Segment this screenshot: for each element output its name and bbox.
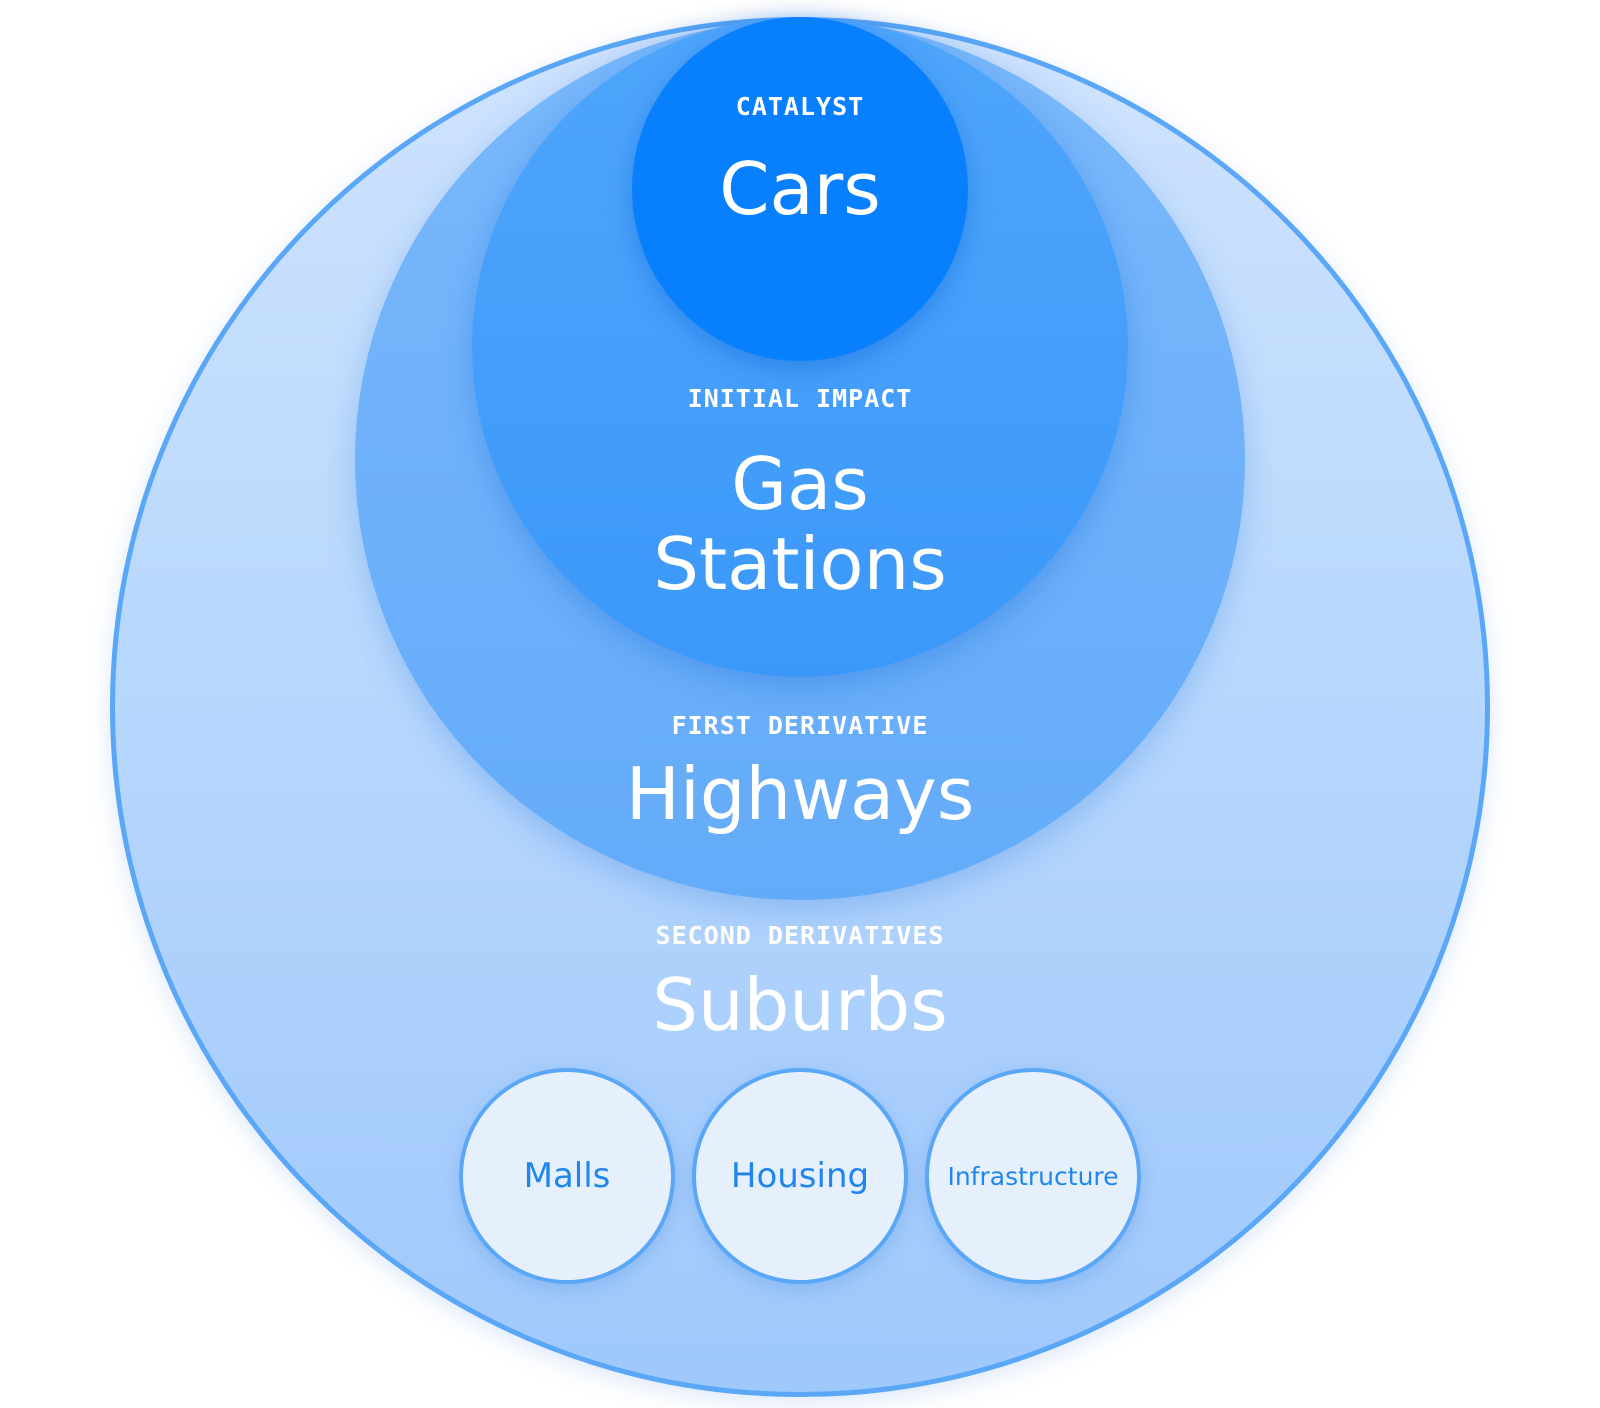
second-derivatives-name: Suburbs xyxy=(652,963,948,1047)
housing-circle: Housing xyxy=(692,1068,908,1284)
malls-circle: Malls xyxy=(459,1068,675,1284)
catalyst-tag: CATALYST xyxy=(735,92,865,121)
infrastructure-circle: Infrastructure xyxy=(925,1068,1141,1284)
first-derivative-tag: FIRST DERIVATIVE xyxy=(671,711,929,740)
initial-impact-name-line1: Gas xyxy=(731,442,869,526)
housing-label: Housing xyxy=(730,1156,870,1196)
catalyst-circle xyxy=(632,17,968,361)
malls-label: Malls xyxy=(523,1156,611,1196)
initial-impact-name-line2: Stations xyxy=(653,522,947,606)
initial-impact-tag: INITIAL IMPACT xyxy=(687,384,913,413)
second-derivatives-tag: SECOND DERIVATIVES xyxy=(655,921,945,950)
catalyst-name: Cars xyxy=(719,147,881,231)
infrastructure-label: Infrastructure xyxy=(947,1161,1119,1191)
first-derivative-name: Highways xyxy=(625,752,975,836)
